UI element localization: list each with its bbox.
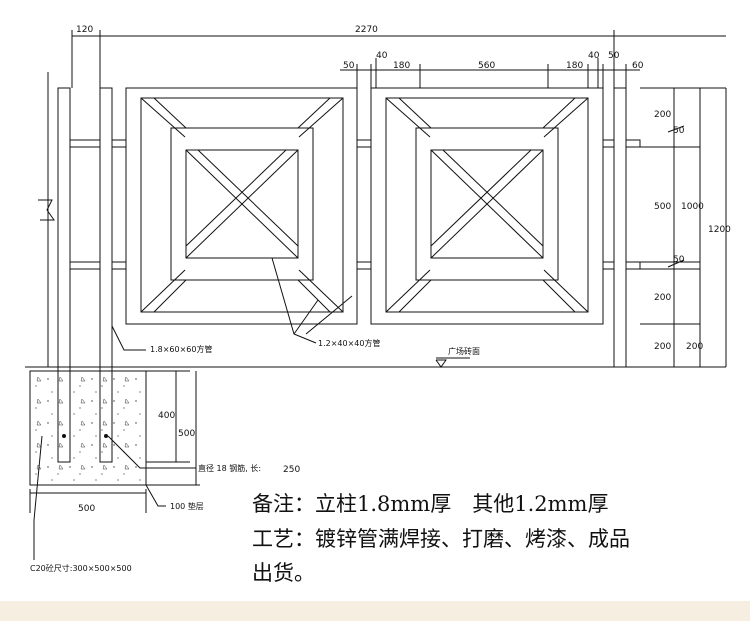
rebar-dot-1 [62, 434, 66, 438]
dim-top-8: 60 [632, 61, 644, 71]
note-line-3: 出货。 [252, 561, 315, 585]
dim-top-5: 180 [566, 61, 583, 71]
rail-b-top [356, 139, 372, 148]
dim-top-1: 50 [343, 61, 355, 71]
dim-right-2: 50 [673, 126, 685, 136]
frame-tube-leader-2 [293, 299, 319, 335]
rail-a-top [111, 139, 127, 148]
note-line-1: 备注：立柱1.8mm厚 其他1.2mm厚 [252, 492, 608, 516]
dim-right-1: 200 [654, 110, 671, 120]
dim-overall-width: 2270 [355, 25, 378, 35]
label-rebar: 直径 18 钢筋, 长: [198, 463, 261, 473]
label-concrete-size: C20砼尺寸:300×500×500 [30, 563, 132, 573]
note-line-2: 工艺：镀锌管满焊接、打磨、烤漆、成品 [252, 527, 630, 551]
rebar-leader [107, 435, 196, 469]
rebar-dot-2 [104, 434, 108, 438]
frame-tube-leader-3 [305, 295, 353, 335]
dim-top-2: 40 [376, 51, 388, 61]
dim-right-3: 500 [654, 202, 671, 212]
dim-top-3: 180 [393, 61, 410, 71]
bottom-band [0, 601, 750, 621]
rail-c-bottom [602, 261, 615, 270]
frame-tube-leader-1 [271, 257, 317, 344]
foundation-block [29, 370, 147, 486]
dim-top-6: 40 [588, 51, 600, 61]
dim-foundation-height: 500 [178, 429, 195, 439]
dim-post-offset: 120 [76, 25, 93, 35]
dim-top-4: 560 [478, 61, 495, 71]
rail-b-bottom [356, 261, 372, 270]
dim-rebar-length: 250 [283, 465, 300, 475]
rail-left-bottom [69, 261, 101, 270]
dim-foundation-depth: 400 [158, 411, 175, 421]
dim-foundation-width: 500 [78, 504, 95, 514]
dim-right-outer: 1200 [708, 225, 731, 235]
rail-d-top [625, 139, 641, 148]
right-dims: 200 50 500 50 200 200 1000 1200 200 [654, 110, 731, 352]
dim-right-6: 200 [654, 342, 671, 352]
label-frame-tube: 1.2×40×40方管 [318, 338, 381, 348]
ground-marker [435, 359, 447, 368]
panel-1 [125, 87, 358, 325]
rail-c-top [602, 139, 615, 148]
label-post-tube: 1.8×60×60方管 [150, 344, 213, 354]
rail-d-bottom [625, 261, 641, 270]
dim-right-ground: 200 [686, 342, 703, 352]
rail-left-top [69, 139, 101, 148]
dim-right-mid: 1000 [681, 202, 704, 212]
dim-right-5: 200 [654, 293, 671, 303]
label-ground-level: 广场砖面 [448, 346, 480, 356]
top-row-dims: 50 40 180 560 180 40 50 60 [343, 51, 644, 71]
cushion-leader [145, 484, 166, 507]
right-post [613, 87, 627, 368]
concrete-leader [33, 435, 43, 560]
rail-a-bottom [111, 261, 127, 270]
break-symbol [38, 199, 55, 221]
label-cushion: 100 垫层 [170, 501, 204, 511]
dim-right-4: 50 [673, 255, 685, 265]
post-tube-leader [111, 325, 146, 351]
panel-2 [370, 87, 604, 325]
dim-top-7: 50 [608, 51, 620, 61]
